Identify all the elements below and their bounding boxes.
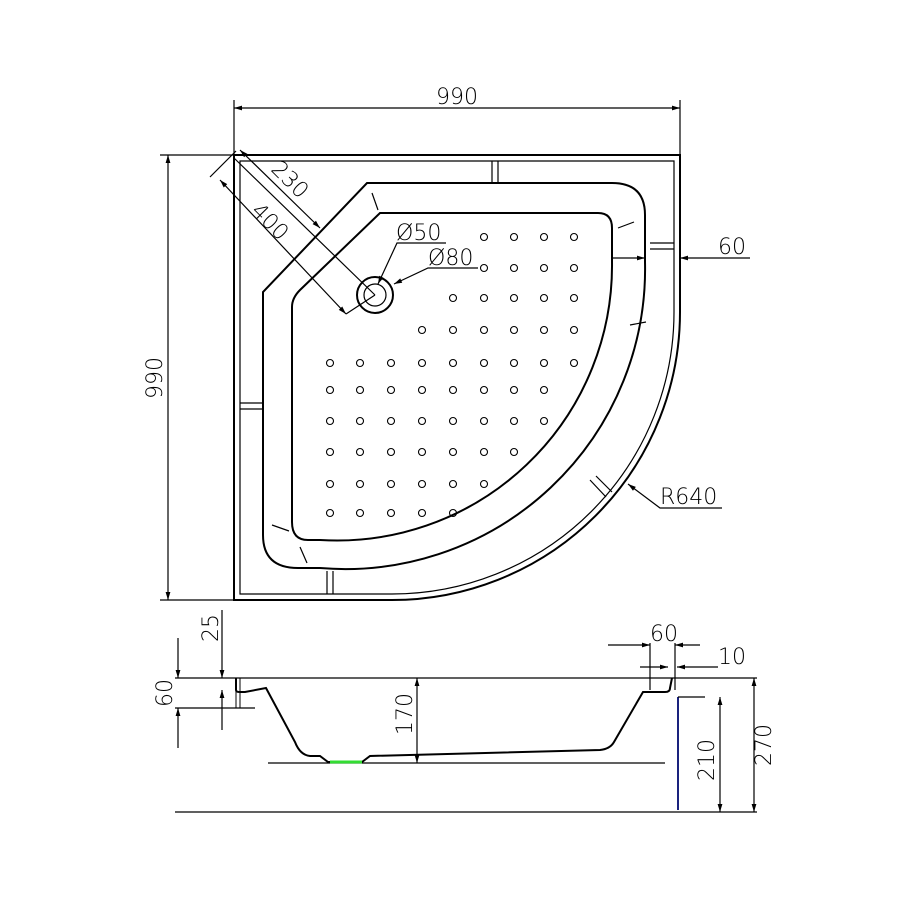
total-height-label: 270: [752, 724, 777, 766]
drain-outer-label: Ø80: [428, 246, 473, 271]
rim-height-label: 60: [153, 679, 178, 707]
anti-slip-dot: [386, 385, 396, 395]
anti-slip-dot: [386, 508, 396, 518]
tray-outer-inner-line: [239, 160, 675, 595]
rim-60-label: 60: [718, 235, 746, 260]
height-dim-label: 990: [143, 357, 168, 399]
drain: [356, 276, 394, 314]
radius-label: R640: [660, 485, 717, 510]
anti-slip-dot: [479, 358, 489, 368]
anti-slip-dot: [448, 508, 458, 518]
tray-outer-outline: [233, 154, 681, 601]
anti-slip-dot: [386, 416, 396, 426]
anti-slip-dot: [539, 358, 549, 368]
drain-outer-circle: [356, 276, 394, 314]
anti-slip-dot: [386, 447, 396, 457]
anti-slip-dot: [417, 479, 427, 489]
anti-slip-dot: [448, 293, 458, 303]
anti-slip-dot: [569, 358, 579, 368]
anti-slip-dot: [479, 479, 489, 489]
anti-slip-dot: [417, 447, 427, 457]
anti-slip-dot: [417, 416, 427, 426]
anti-slip-dot: [325, 385, 335, 395]
anti-slip-dot: [417, 385, 427, 395]
anti-slip-dot: [355, 416, 365, 426]
anti-slip-dot: [569, 325, 579, 335]
anti-slip-dot: [479, 447, 489, 457]
anti-slip-dot: [448, 479, 458, 489]
anti-slip-dot: [479, 325, 489, 335]
anti-slip-dot: [448, 447, 458, 457]
anti-slip-dot: [539, 232, 549, 242]
anti-slip-dot: [509, 447, 519, 457]
rim-offset-label: 25: [199, 614, 224, 642]
anti-slip-dot: [417, 325, 427, 335]
anti-slip-dot: [355, 447, 365, 457]
anti-slip-dot: [509, 232, 519, 242]
drain-inner-circle: [363, 283, 387, 307]
anti-slip-dot: [479, 293, 489, 303]
anti-slip-dot: [355, 508, 365, 518]
anti-slip-dot: [539, 385, 549, 395]
anti-slip-dot: [569, 263, 579, 273]
anti-slip-dot: [509, 385, 519, 395]
tray-rim-outline: [262, 182, 647, 571]
anti-slip-dot: [355, 479, 365, 489]
apron-height-label: 210: [695, 739, 720, 781]
support-feet: [240, 161, 674, 594]
anti-slip-dot: [355, 385, 365, 395]
anti-slip-dot: [509, 358, 519, 368]
anti-slip-dot: [509, 263, 519, 273]
side-view: 60 25 170 60 10 210 270: [153, 610, 777, 813]
drain-inner-label: Ø50: [396, 221, 441, 246]
anti-slip-dot: [325, 508, 335, 518]
anti-slip-dot: [417, 358, 427, 368]
tray-basin-outline: [291, 212, 614, 542]
anti-slip-dot: [417, 508, 427, 518]
anti-slip-dot: [479, 232, 489, 242]
anti-slip-dot: [569, 232, 579, 242]
anti-slip-dot: [539, 263, 549, 273]
anti-slip-dot: [386, 358, 396, 368]
anti-slip-dot: [539, 293, 549, 303]
anti-slip-dot: [325, 447, 335, 457]
depth-label: 170: [393, 693, 418, 735]
anti-slip-dot: [448, 325, 458, 335]
anti-slip-dot: [448, 416, 458, 426]
anti-slip-dot: [386, 479, 396, 489]
anti-slip-dot: [569, 293, 579, 303]
anti-slip-dot: [479, 263, 489, 273]
width-dim-label: 990: [436, 85, 478, 110]
anti-slip-dot: [539, 325, 549, 335]
top-view: 990 990 230 400 Ø50 Ø80 60 R640: [143, 85, 750, 601]
anti-slip-dot: [325, 479, 335, 489]
flange-width-label: 60: [650, 622, 678, 647]
anti-slip-dot: [509, 293, 519, 303]
rim-tick-marks: [271, 192, 647, 564]
corner-400-label: 400: [246, 199, 293, 246]
anti-slip-dot: [325, 358, 335, 368]
tray-profile: [235, 677, 673, 763]
anti-slip-dot: [479, 416, 489, 426]
anti-slip-dot: [479, 385, 489, 395]
anti-slip-dot: [448, 385, 458, 395]
flange-gap-label: 10: [718, 645, 746, 670]
anti-slip-dots: [325, 232, 579, 518]
corner-230-label: 230: [266, 157, 313, 204]
anti-slip-dot: [539, 416, 549, 426]
anti-slip-dot: [448, 358, 458, 368]
anti-slip-dot: [355, 358, 365, 368]
anti-slip-dot: [509, 416, 519, 426]
anti-slip-dot: [325, 416, 335, 426]
anti-slip-dot: [509, 325, 519, 335]
